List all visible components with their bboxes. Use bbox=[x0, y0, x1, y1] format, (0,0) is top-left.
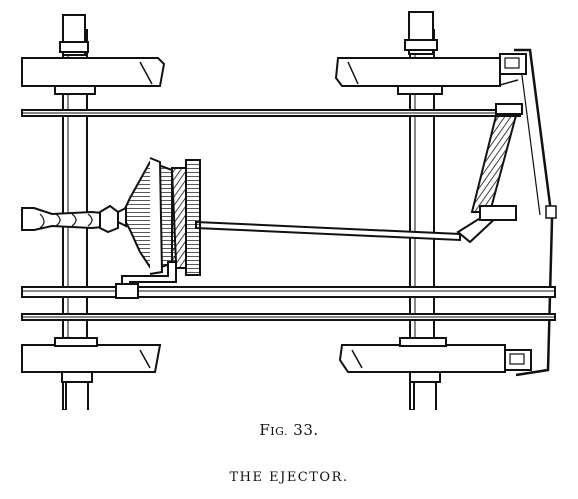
right-bottom-wheel bbox=[338, 344, 506, 373]
ejector-flange bbox=[171, 167, 187, 269]
figure-number: FIG. 33. bbox=[0, 421, 578, 439]
left-top-wheel bbox=[21, 57, 166, 87]
bell-crank-lever bbox=[470, 107, 520, 213]
pull-rod bbox=[195, 103, 523, 244]
figure-label-smallcaps: IG. bbox=[270, 425, 289, 438]
right-top-wheel bbox=[334, 57, 501, 87]
ejector-body bbox=[115, 157, 201, 299]
side-frame bbox=[499, 48, 557, 377]
left-bottom-wheel bbox=[21, 344, 162, 373]
figure-title: THE EJECTOR. bbox=[229, 470, 349, 485]
main-brake-pipe bbox=[21, 286, 556, 298]
left-axle-assembly bbox=[21, 14, 166, 410]
figure-label-prefix: F bbox=[259, 421, 271, 439]
ejector-cone bbox=[120, 160, 178, 272]
hose-coupling bbox=[21, 204, 122, 234]
right-axle-assembly bbox=[334, 11, 506, 410]
figure-label-number: 33. bbox=[293, 421, 319, 439]
ejector-engraving bbox=[21, 11, 557, 410]
